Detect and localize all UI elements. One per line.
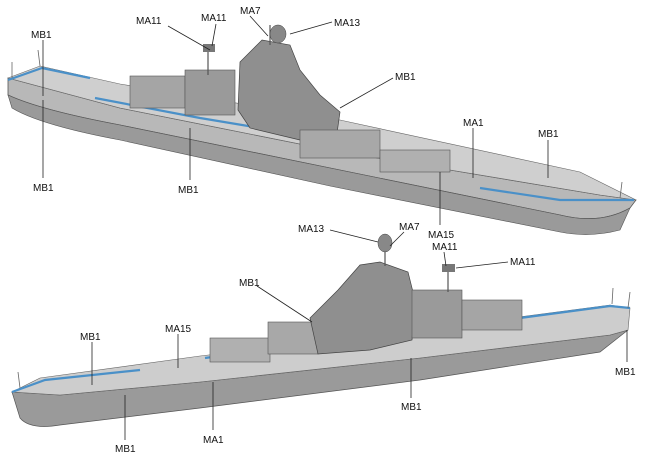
label-bottom-ma13: MA13 <box>298 224 325 235</box>
label-bottom-mb1-bottom-mid: MB1 <box>401 402 422 413</box>
bottom-ship-block-fwd <box>267 321 319 355</box>
bottom-ship-radar-1 <box>377 233 393 253</box>
leader-bottom-ma7 <box>389 231 405 247</box>
label-top-ma7: MA7 <box>240 6 261 17</box>
label-top-mb1-mid: MB1 <box>178 185 199 196</box>
bottom-ship-leaders <box>91 229 628 440</box>
label-top-mb1-bowleft: MB1 <box>33 183 54 194</box>
label-top-mb1-island: MB1 <box>395 72 416 83</box>
top-ship-radar-2 <box>269 24 287 44</box>
bottom-ship-tower <box>309 261 416 355</box>
label-top-ma11-right: MA11 <box>201 13 227 24</box>
label-top-ma15: MA15 <box>428 230 455 241</box>
label-top-mb1-left: MB1 <box>31 30 52 41</box>
leader-top-ma11-left <box>167 25 211 51</box>
label-top-ma11-left: MA11 <box>136 16 162 27</box>
bottom-ship-antenna-1 <box>611 287 614 305</box>
bottom-ship-block-aft <box>461 299 523 331</box>
top-ship-blue-edge-stern <box>7 66 91 82</box>
bottom-ship-antenna-2 <box>627 291 631 309</box>
top-ship-radar-1 <box>203 44 215 52</box>
top-ship-block-fwd <box>299 129 381 159</box>
label-bottom-mb1-right: MB1 <box>615 367 636 378</box>
bottom-ship-blue-edge-stern <box>519 304 631 320</box>
label-bottom-ma1: MA1 <box>203 435 224 446</box>
leader-top-ma7 <box>249 15 269 37</box>
bottom-ship-labels: MA13 MA7 MA11 MA11 MB1 MB1 MA15 MB1 MB1 … <box>80 222 636 455</box>
leader-top-mb1-island <box>339 77 394 109</box>
leader-bottom-ma13 <box>329 229 379 243</box>
leader-bottom-ma11-right <box>455 261 509 269</box>
label-bottom-mb1-island: MB1 <box>239 278 260 289</box>
label-bottom-ma11-right: MA11 <box>510 257 536 268</box>
leader-top-ma13 <box>289 21 333 35</box>
top-ship-blue-edge-bow <box>479 186 634 202</box>
top-ship-leaders <box>42 15 549 225</box>
top-ship-hull-side <box>7 94 631 235</box>
bottom-ship-radar-2 <box>442 264 455 272</box>
top-ship <box>7 24 637 235</box>
leader-top-ma11-right <box>211 23 217 47</box>
label-bottom-mb1-bottom-left: MB1 <box>115 444 136 455</box>
bottom-ship-blue-edge-bow <box>11 368 141 394</box>
top-ship-labels: MA11 MA11 MA7 MA13 MB1 MB1 MA1 MB1 MB1 M… <box>31 6 559 241</box>
top-ship-block-fore <box>379 149 451 173</box>
label-bottom-mb1-left: MB1 <box>80 332 101 343</box>
label-top-ma1: MA1 <box>463 118 484 129</box>
top-ship-block-aft <box>129 75 186 109</box>
top-ship-antenna-2 <box>37 49 41 67</box>
label-bottom-ma15: MA15 <box>165 324 192 335</box>
label-top-mb1-stern: MB1 <box>538 129 559 140</box>
leader-bottom-mb1-island <box>256 285 313 323</box>
label-bottom-ma7: MA7 <box>399 222 420 233</box>
label-bottom-ma11-upper: MA11 <box>432 242 458 253</box>
top-ship-antenna-3 <box>619 181 623 199</box>
bottom-ship <box>10 233 631 427</box>
bottom-ship-antenna-3 <box>17 371 21 389</box>
bottom-ship-block-fore <box>209 337 271 363</box>
bottom-ship-block-mid <box>411 289 463 339</box>
label-top-ma13: MA13 <box>334 18 361 29</box>
top-ship-block-mid <box>184 69 236 116</box>
leader-bottom-ma11-upper <box>443 251 447 267</box>
top-ship-tower <box>237 39 341 141</box>
